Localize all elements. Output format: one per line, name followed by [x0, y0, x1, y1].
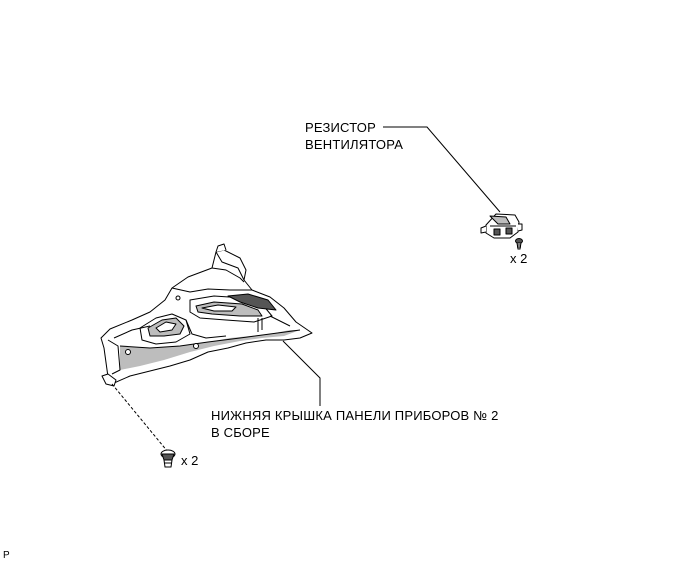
resistor-leader-line [383, 126, 501, 213]
cover-fastener-dashed-line [111, 383, 169, 453]
cover-leader-line [282, 340, 321, 406]
resistor-label-line1: РЕЗИСТОР [305, 120, 376, 135]
corner-code: P [3, 550, 10, 561]
cover-label-line1: НИЖНЯЯ КРЫШКА ПАНЕЛИ ПРИБОРОВ № 2 [211, 408, 499, 423]
cover-label: НИЖНЯЯ КРЫШКА ПАНЕЛИ ПРИБОРОВ № 2 В СБОР… [211, 407, 499, 441]
instrument-panel-lower-cover-part [100, 243, 313, 387]
fan-resistor-part [480, 213, 523, 239]
resistor-label: РЕЗИСТОР ВЕНТИЛЯТОРА [305, 119, 403, 153]
cover-clip-icon [160, 449, 176, 468]
cover-label-line2: В СБОРЕ [211, 425, 270, 440]
resistor-quantity: x 2 [510, 251, 528, 266]
resistor-label-line2: ВЕНТИЛЯТОРА [305, 137, 404, 152]
cover-clip-quantity: x 2 [181, 453, 199, 468]
resistor-screw-icon [515, 238, 523, 250]
